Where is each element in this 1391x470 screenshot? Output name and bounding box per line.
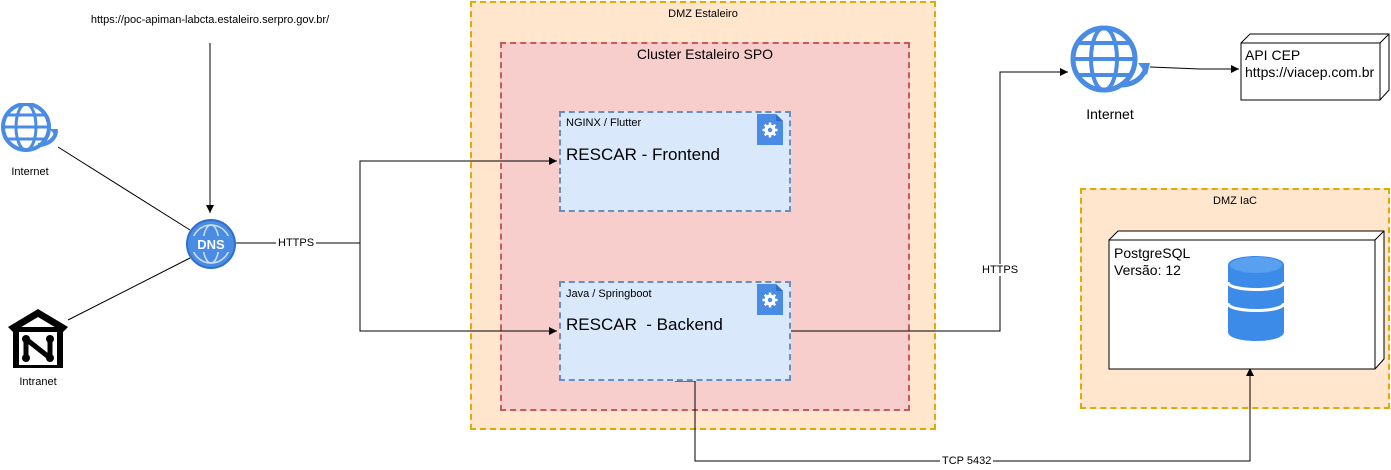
backend-tech-label: Java / Springboot bbox=[566, 288, 652, 300]
edge-internet-api bbox=[1149, 65, 1239, 73]
frontend-name-label: RESCAR - Frontend bbox=[566, 145, 720, 164]
database-icon bbox=[1226, 255, 1286, 342]
cluster-label: Cluster Estaleiro SPO bbox=[636, 46, 774, 62]
edge-https-backend-label: HTTPS bbox=[980, 264, 1021, 276]
dns-icon: DNS bbox=[185, 218, 237, 270]
edge-tcp-label: TCP 5432 bbox=[940, 455, 994, 467]
dmz-iac-label: DMZ IaC bbox=[1213, 195, 1257, 207]
dns-url-label: https://poc-apiman-labcta.estaleiro.serp… bbox=[90, 14, 330, 26]
dmz-estaleiro-label: DMZ Estaleiro bbox=[668, 8, 738, 20]
postgresql-name: PostgreSQL bbox=[1114, 245, 1191, 261]
backend-service[interactable] bbox=[559, 281, 791, 381]
frontend-service[interactable] bbox=[559, 111, 791, 212]
api-cep-url: https://viacep.com.br bbox=[1245, 64, 1375, 80]
edge-to-backend bbox=[359, 243, 557, 335]
frontend-tech-label: NGINX / Flutter bbox=[566, 117, 642, 129]
edge-https-dns-label: HTTPS bbox=[276, 237, 317, 249]
dns-icon-text: DNS bbox=[197, 237, 225, 252]
edge-intranet-dns bbox=[67, 257, 191, 321]
api-cep-title: API CEP bbox=[1245, 47, 1301, 63]
internet-left-label: Internet bbox=[11, 166, 49, 178]
intranet-label: Intranet bbox=[19, 376, 57, 388]
postgresql-version: Versão: 12 bbox=[1114, 262, 1181, 278]
edge-backend-db bbox=[675, 368, 1254, 462]
globe-icon bbox=[1068, 25, 1152, 98]
internet-right-label: Internet bbox=[1086, 106, 1134, 122]
edge-to-frontend bbox=[359, 157, 557, 243]
service-config-icon bbox=[757, 284, 783, 315]
service-config-icon bbox=[757, 114, 783, 145]
globe-icon bbox=[0, 102, 60, 155]
intranet-house-icon bbox=[7, 308, 69, 370]
backend-name-label: RESCAR - Backend bbox=[566, 315, 723, 334]
api-cep-box[interactable] bbox=[1240, 33, 1390, 101]
edge-backend-internet bbox=[791, 68, 1068, 332]
edge-internet-dns bbox=[57, 146, 191, 231]
